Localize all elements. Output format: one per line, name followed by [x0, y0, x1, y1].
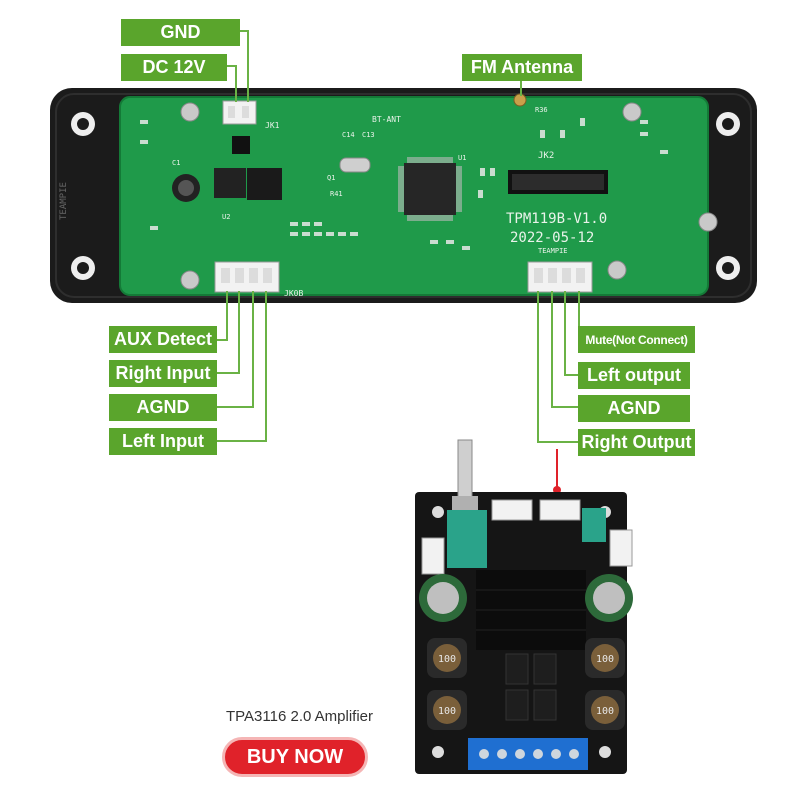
svg-text:TEAMPIE: TEAMPIE: [59, 182, 69, 220]
output-connector-icon: [527, 261, 593, 293]
svg-text:R36: R36: [535, 106, 548, 114]
main-chip-icon: [398, 157, 462, 221]
svg-text:R41: R41: [330, 190, 343, 198]
buy-now-button[interactable]: BUY NOW: [222, 737, 368, 777]
svg-text:Q1: Q1: [327, 174, 335, 182]
svg-text:U2: U2: [222, 213, 230, 221]
label-mute: Mute(Not Connect): [578, 326, 695, 353]
amplifier-board: 100 100 100 100: [415, 439, 633, 774]
mounting-hole-icon: [71, 112, 740, 280]
potentiometer-icon: [447, 510, 487, 568]
label-left-input: Left Input: [109, 428, 217, 455]
power-connector-icon: [222, 100, 257, 125]
svg-text:C14: C14: [342, 131, 355, 139]
svg-text:U1: U1: [458, 154, 466, 162]
label-fm-antenna: FM Antenna: [462, 54, 582, 81]
regulator-chip: [214, 168, 246, 198]
input-connector-icon: [214, 261, 280, 293]
svg-text:BT-ANT: BT-ANT: [372, 115, 401, 124]
screw-icon: [180, 102, 718, 290]
label-dc12v: DC 12V: [121, 54, 227, 81]
svg-text:100: 100: [438, 706, 456, 717]
board-date: 2022-05-12: [510, 230, 594, 246]
inductor-icon: [427, 638, 625, 730]
label-agnd-right: AGND: [578, 395, 690, 422]
svg-text:JK0B: JK0B: [284, 289, 303, 298]
svg-text:JK2: JK2: [538, 151, 554, 161]
svg-text:C1: C1: [172, 159, 180, 167]
label-agnd-left: AGND: [109, 394, 217, 421]
svg-text:JK1: JK1: [265, 121, 280, 130]
label-right-output: Right Output: [578, 429, 695, 456]
label-left-output: Left output: [578, 362, 690, 389]
svg-text:C13: C13: [362, 131, 375, 139]
knob-shaft-icon: [457, 439, 473, 501]
board-model: TPM119B-V1.0: [506, 211, 607, 227]
label-aux-detect: AUX Detect: [109, 326, 217, 353]
label-gnd: GND: [121, 19, 240, 46]
amplifier-caption: TPA3116 2.0 Amplifier: [226, 708, 374, 725]
svg-text:100: 100: [438, 654, 456, 665]
label-right-input: Right Input: [109, 360, 217, 387]
svg-text:100: 100: [596, 706, 614, 717]
leader-lines: [217, 30, 580, 443]
board-brand: TEAMPIE: [538, 247, 568, 255]
svg-text:100: 100: [596, 654, 614, 665]
crystal: [339, 157, 371, 173]
